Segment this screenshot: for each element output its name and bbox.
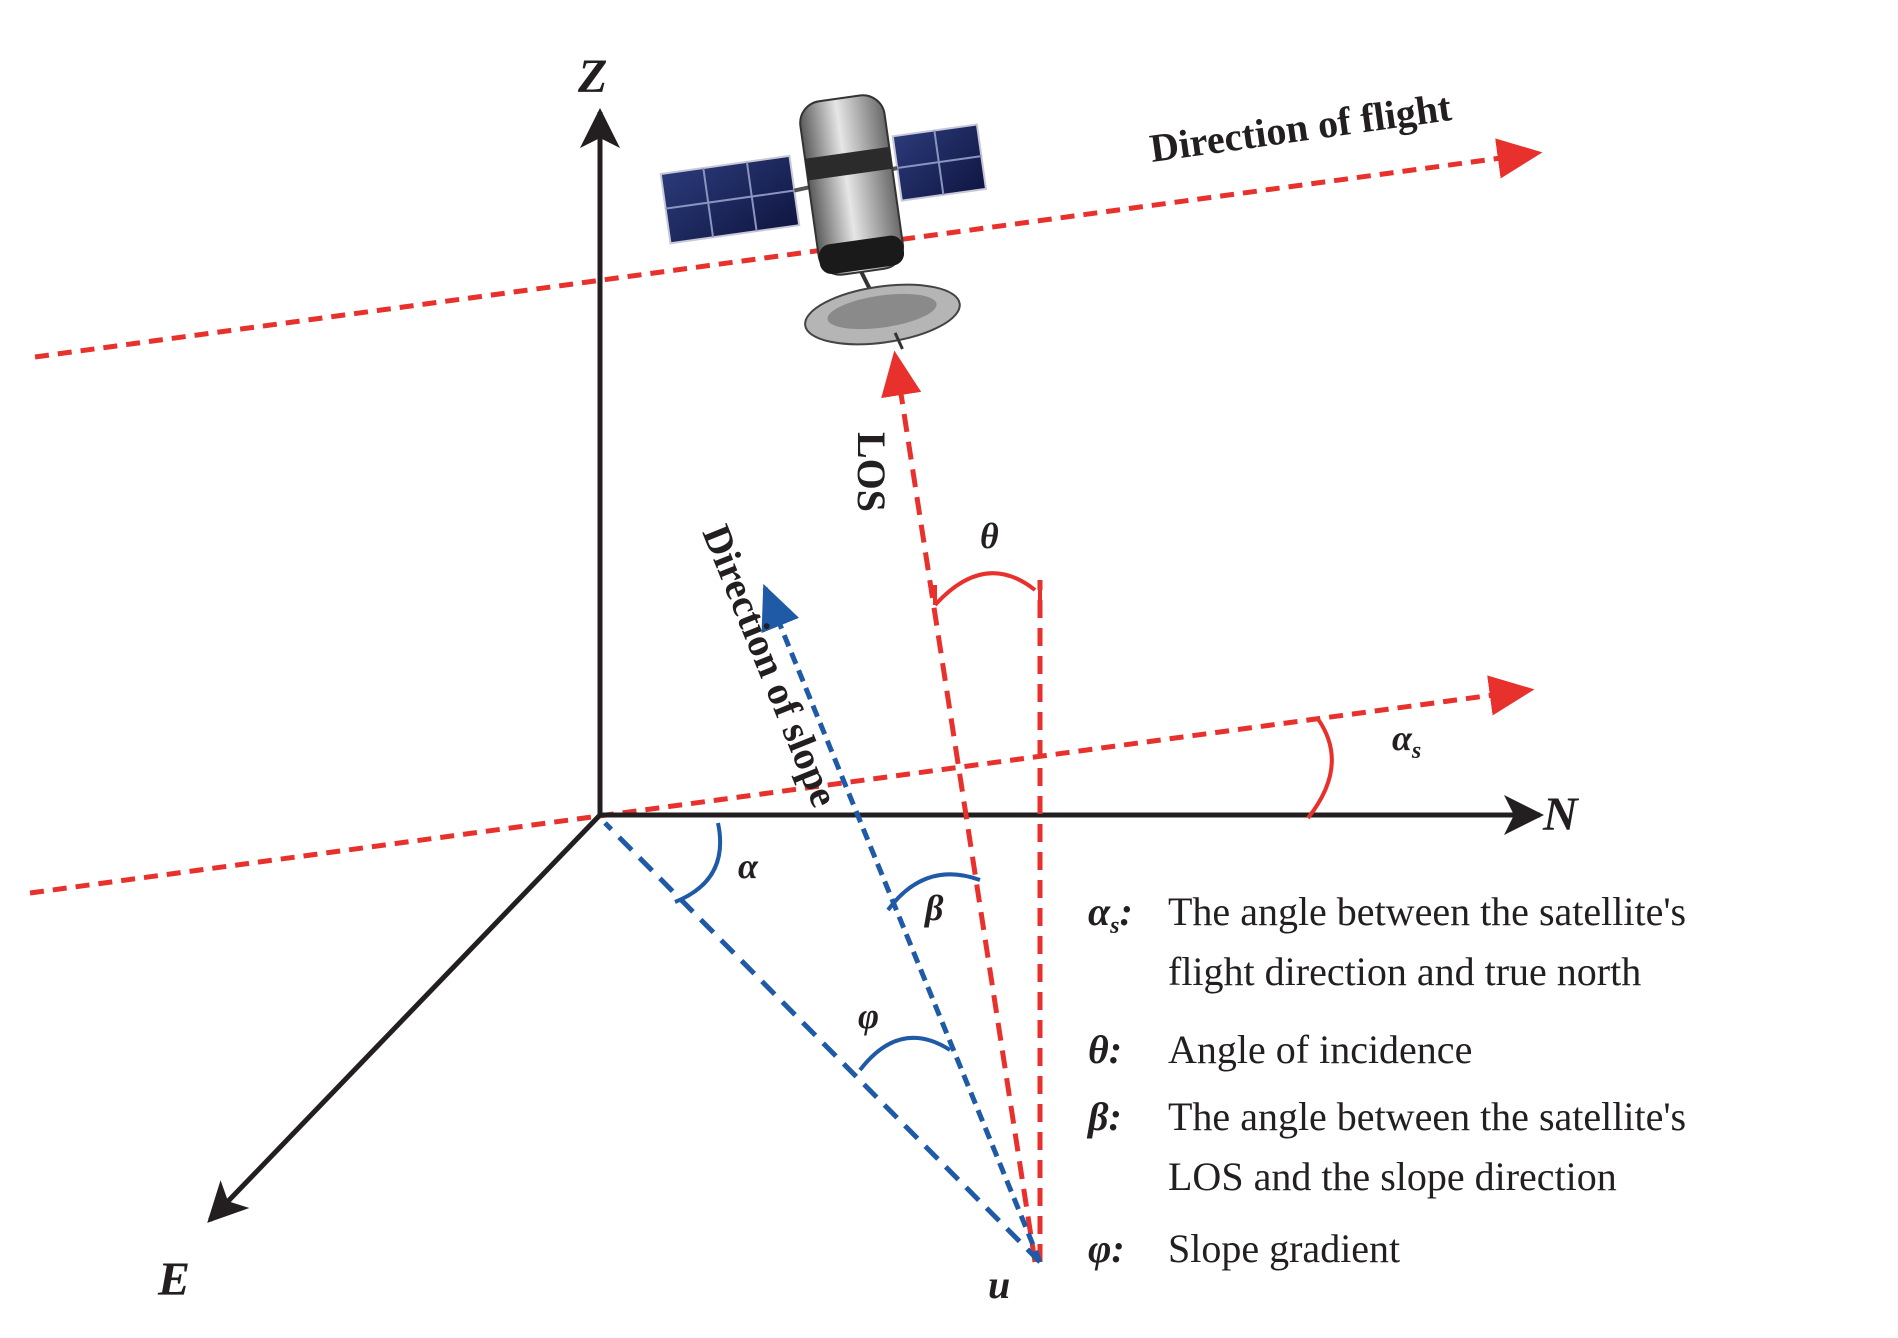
legend-item-beta: β: The angle between the satellite's LOS… [1086,1094,1686,1199]
legend-item-alpha-s: αs: The angle between the satellite's fl… [1088,889,1686,994]
alpha-arc [674,822,723,904]
n-axis-label: N [1542,788,1580,841]
svg-text:flight direction and true nort: flight direction and true north [1168,949,1641,994]
alpha-s-symbol: αs [1392,718,1421,764]
satellite-icon [659,94,988,350]
beta-symbol: β [923,888,944,928]
alpha-symbol: α [738,846,759,886]
legend: αs: The angle between the satellite's fl… [1086,889,1686,1271]
slope-direction-line [761,583,1043,1263]
direction-of-slope-label: Direction of slope [694,519,848,813]
theta-arc [933,571,1037,607]
alpha-s-arc [1306,717,1334,820]
slope-base-line [603,821,1042,1264]
svg-text:Slope gradient: Slope gradient [1168,1226,1400,1271]
svg-text:LOS and the slope direction: LOS and the slope direction [1168,1154,1617,1199]
los-label: LOS [849,432,894,512]
e-axis-label: E [157,1253,190,1306]
svg-text:φ:: φ: [1088,1226,1125,1271]
los-line [881,350,1038,1263]
e-axis [207,813,602,1223]
svg-text:Angle of incidence: Angle of incidence [1168,1027,1472,1072]
svg-text:The angle between the satellit: The angle between the satellite's [1168,889,1686,934]
theta-symbol: θ [980,516,999,556]
direction-of-flight-label: Direction of flight [1147,84,1455,171]
phi-symbol: φ [858,996,879,1036]
beta-arc [886,872,981,912]
z-axis-label: Z [577,50,607,103]
legend-item-phi: φ: Slope gradient [1088,1226,1400,1271]
svg-text:The angle between the satellit: The angle between the satellite's [1168,1094,1686,1139]
point-u-label: u [988,1262,1010,1307]
legend-item-theta: θ: Angle of incidence [1088,1027,1472,1072]
svg-text:θ:: θ: [1088,1027,1122,1072]
svg-text:β:: β: [1086,1094,1122,1139]
phi-arc [858,1035,952,1072]
svg-text:αs:: αs: [1088,889,1133,939]
